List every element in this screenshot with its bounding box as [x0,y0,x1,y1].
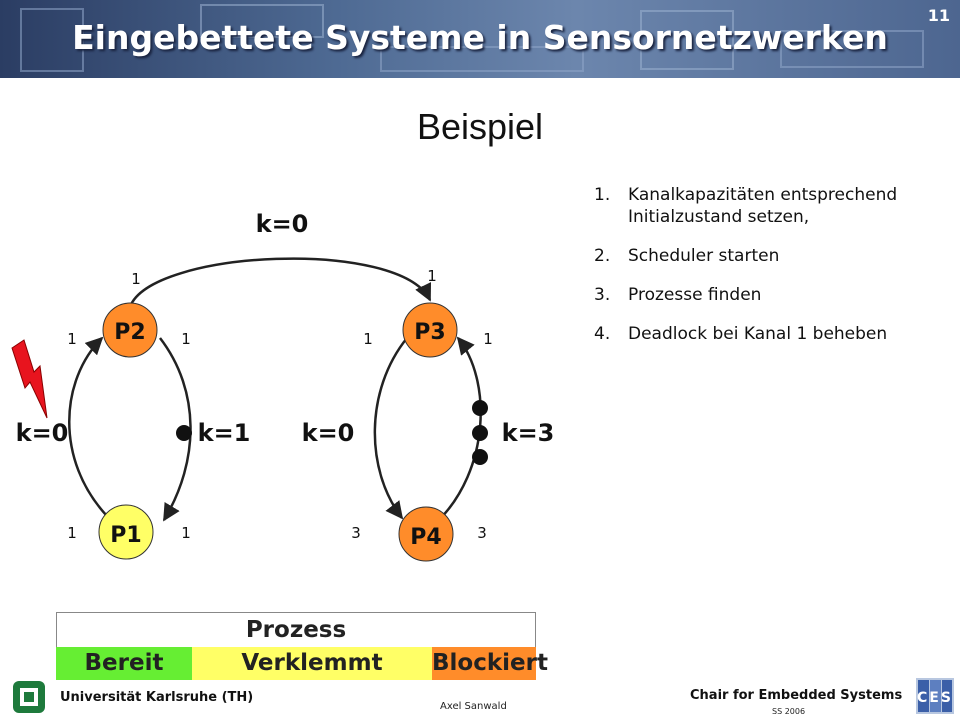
process-label-p2: P2 [114,320,145,345]
circuit-decoration [780,30,924,68]
edge-p1-p2-left [68,336,108,517]
circuit-decoration [20,8,84,72]
list-item-number: 4. [594,324,611,344]
dataflow-diagram: P2 P3 P1 P4 k=0 k=0 k=1 k=0 k=3 1 1 1 1 … [11,210,555,562]
rate-label: 1 [131,270,141,288]
process-label-p4: P4 [410,525,441,550]
header-banner: Eingebettete Systeme in Sensornetzwerken… [0,0,960,78]
legend-state-ready: Bereit [56,647,192,680]
rate-label: 1 [363,330,373,348]
process-label-p3: P3 [414,320,445,345]
rate-label: 1 [67,330,77,348]
process-node-p3 [402,302,458,358]
ces-logo: CES [916,678,954,714]
list-item-number: 3. [594,285,611,305]
university-name: Universität Karlsruhe (TH) [60,690,254,705]
rate-label: 3 [477,524,487,542]
token [472,400,488,416]
legend-state-deadlocked: Verklemmt [192,647,432,680]
list-item-text: Deadlock bei Kanal 1 beheben [628,324,888,344]
process-node-p2 [102,302,158,358]
rate-label: 1 [427,267,437,285]
process-state-legend: Prozess Bereit Verklemmt Blockiert [56,612,548,680]
slide-number: 11 [927,6,950,25]
legend-state-blocked: Blockiert [432,647,548,680]
edge-p2-p1-right [159,337,192,522]
circuit-decoration [380,46,584,72]
rate-label: 1 [181,330,191,348]
ces-logo-text: CES [917,690,953,706]
list-item: 1. Kanalkapazitäten entsprechend Initialz… [594,184,954,228]
edge-p2-p3 [128,257,432,308]
list-item: 3. Prozesse finden [594,284,954,306]
list-item-text: Kanalkapazitäten entsprechend Initialzus… [628,185,898,227]
channel-label-mid-right: k=0 [302,419,355,447]
channel-label-left: k=0 [16,419,69,447]
list-item: 4. Deadlock bei Kanal 1 beheben [594,323,954,345]
rate-label: 1 [67,524,77,542]
token [472,425,488,441]
list-item-text: Prozesse finden [628,285,762,305]
token [472,449,488,465]
list-item-number: 2. [594,246,611,266]
list-item: 2. Scheduler starten [594,245,954,267]
chair-name: Chair for Embedded Systems [690,688,903,703]
rate-label: 1 [483,330,493,348]
process-node-p1 [98,504,154,560]
semester-label: SS 2006 [772,707,806,716]
slide-heading: Beispiel [416,106,544,147]
legend-title: Prozess [56,612,536,648]
list-item-number: 1. [594,185,611,205]
process-label-p1: P1 [110,523,141,548]
lightning-icon [11,339,48,419]
edge-p3-p4-left [373,337,408,520]
presentation-title: Eingebettete Systeme in Sensornetzwerken [72,18,888,57]
process-node-p4 [398,506,454,562]
channel-label-top: k=0 [256,210,309,238]
circuit-decoration [200,4,324,38]
rate-label: 3 [351,524,361,542]
channel-label-right: k=3 [502,419,555,447]
list-item-text: Scheduler starten [628,246,780,266]
circuit-decoration [640,10,734,70]
steps-list: 1. Kanalkapazitäten entsprechend Initialz… [594,184,954,362]
channel-label-mid-left: k=1 [198,419,251,447]
university-logo [13,681,45,713]
author-name: Axel Sanwald [440,701,507,712]
token [176,425,192,441]
rate-label: 1 [181,524,191,542]
